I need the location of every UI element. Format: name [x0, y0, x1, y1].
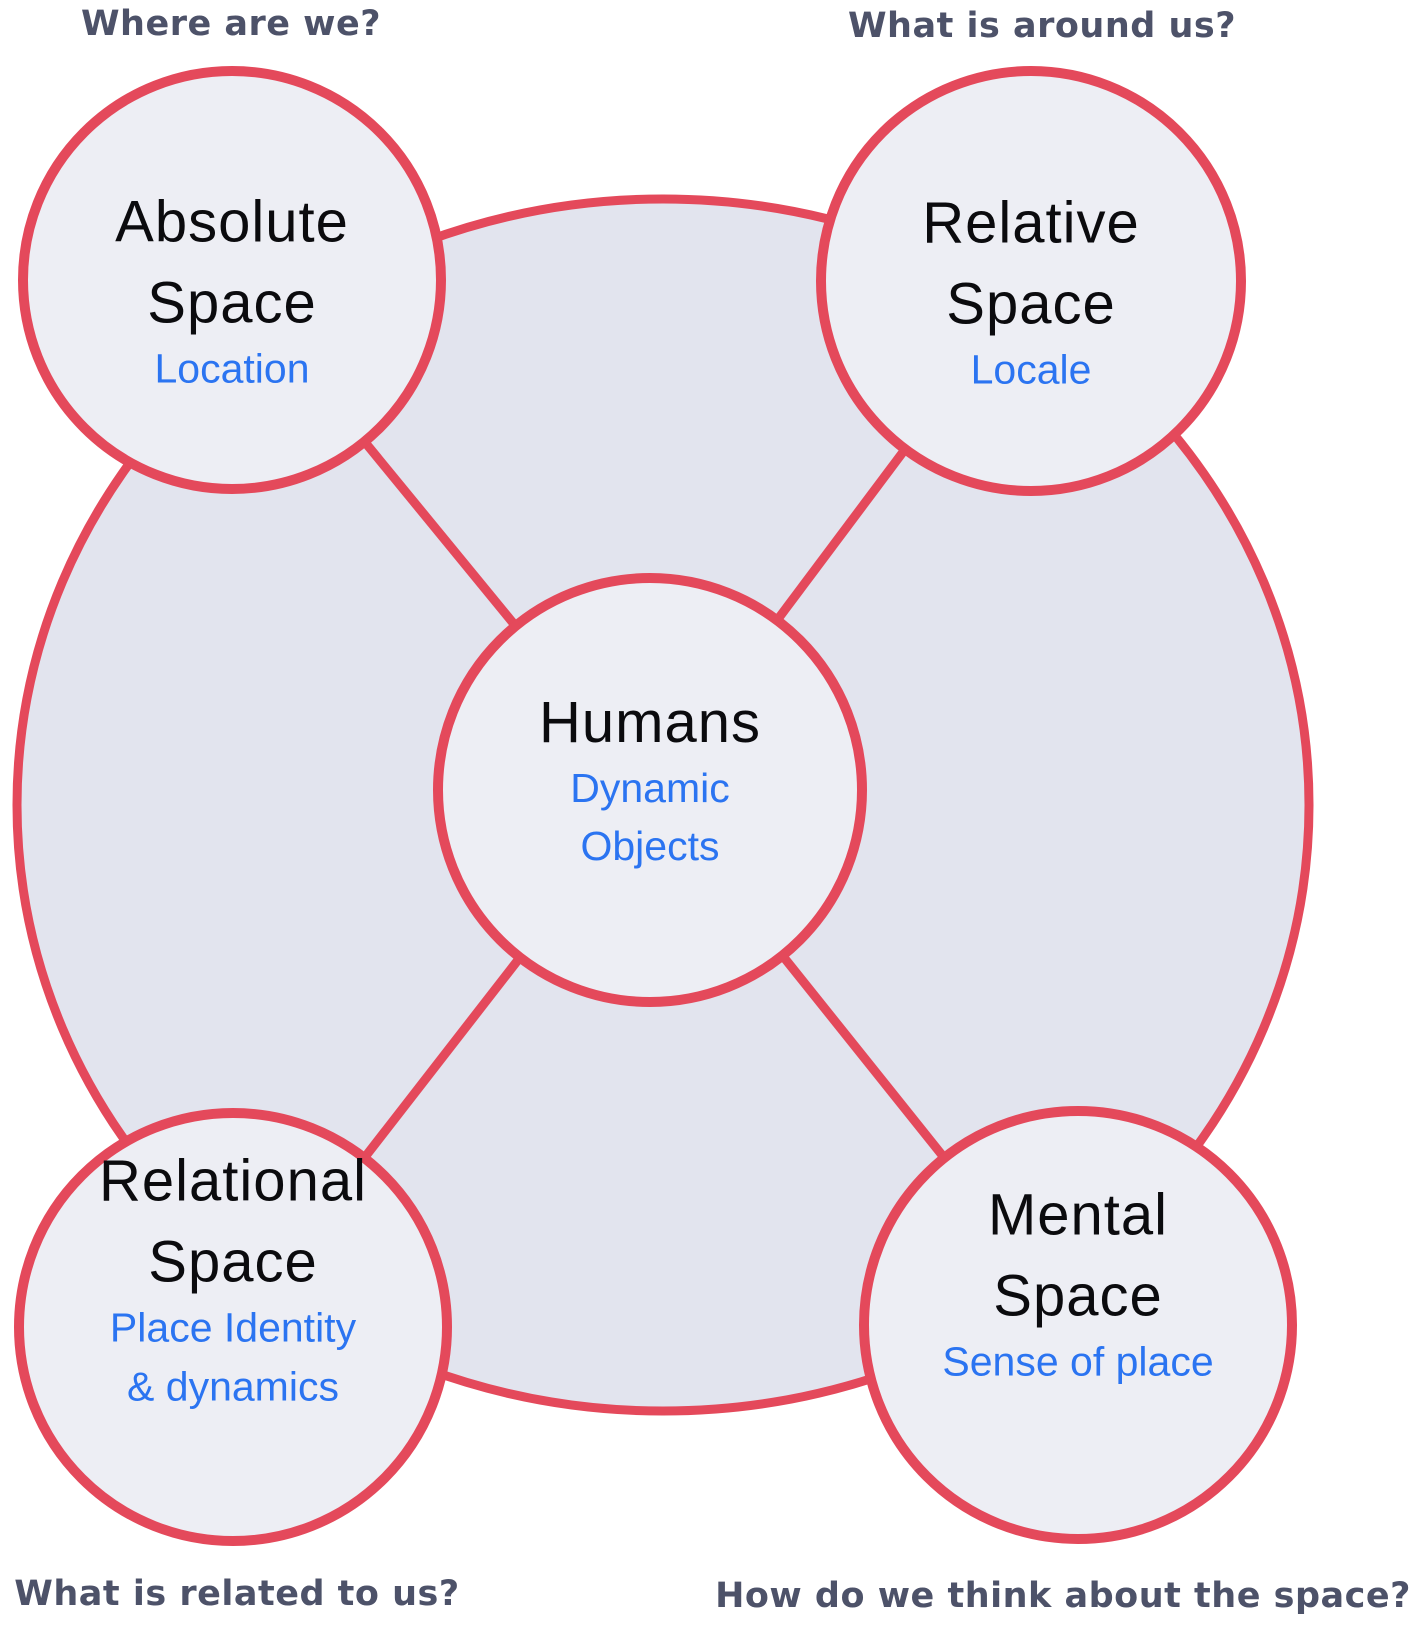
- absolute-space-title: Absolute Space: [115, 189, 349, 336]
- relational-space-title: Relational Space: [99, 1148, 367, 1295]
- question-relational: What is related to us?: [14, 1574, 460, 1614]
- humans-title: Humans: [539, 690, 761, 756]
- absolute-space-subtitle: Location: [154, 346, 310, 393]
- humans-circle: [433, 573, 867, 1007]
- relational-space-subtitle: Place Identity & dynamics: [109, 1304, 357, 1410]
- humans-subtitle: Dynamic Objects: [570, 765, 730, 870]
- mental-space-circle: [859, 1106, 1297, 1544]
- question-absolute: Where are we?: [80, 4, 382, 44]
- relative-space-title: Relative Space: [922, 190, 1140, 337]
- relative-space-circle: [816, 66, 1246, 496]
- absolute-space-circle: [18, 66, 446, 494]
- relative-space-subtitle: Locale: [970, 347, 1092, 394]
- humans-label: Humans Dynamic Objects: [539, 682, 761, 876]
- relative-space-label: Relative Space Locale: [922, 183, 1140, 400]
- relational-space-label: Relational Space Place Identity & dynami…: [99, 1141, 367, 1416]
- mental-space-label: Mental Space Sense of place: [942, 1175, 1213, 1392]
- question-relative: What is around us?: [847, 6, 1237, 46]
- question-mental: How do we think about the space?: [715, 1576, 1411, 1616]
- absolute-space-label: Absolute Space Location: [115, 182, 349, 399]
- mental-space-title: Mental Space: [987, 1182, 1169, 1329]
- relational-space-circle: [14, 1108, 452, 1546]
- mental-space-subtitle: Sense of place: [942, 1339, 1214, 1386]
